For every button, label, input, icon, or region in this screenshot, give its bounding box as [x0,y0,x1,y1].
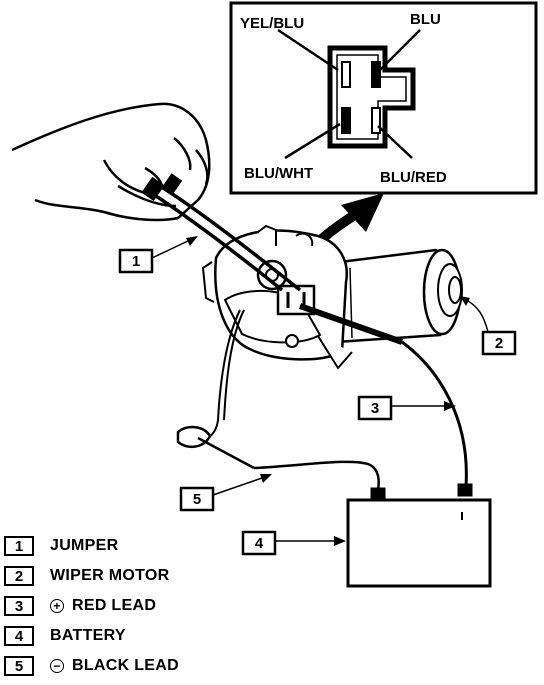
legend-label: RED LEAD [72,597,157,614]
legend-row-black-lead: 5 −BLACK LEAD [4,654,179,678]
callout-label-3: 3 [371,400,379,417]
callout-label-1: 1 [132,253,140,270]
pin-label-blu-wht: BLU/WHT [244,165,313,182]
jumper-wire [141,173,302,292]
plus-icon: + [50,599,64,613]
legend-number: 1 [4,536,34,556]
legend-label: WIPER MOTOR [50,567,170,584]
pin-blu-wht [341,107,351,134]
legend-number: 2 [4,566,34,586]
legend-row-wiper-motor: 2 WIPER MOTOR [4,564,169,588]
callout-label-4: 4 [255,535,264,552]
connector-body [327,45,416,149]
callouts: 1 2 3 4 5 [118,236,517,556]
legend-number: 4 [4,626,34,646]
connector-inset: YEL/BLU BLU BLU/WHT BLU/RED [229,1,538,195]
callout-box-1 [118,248,154,274]
hand [11,102,211,222]
legend-row-red-lead: 3 + RED LEAD [4,594,156,618]
legend-label: BATTERY [50,627,126,644]
callout-label-2: 2 [495,335,503,352]
pin-label-blu-red: BLU/RED [380,169,447,186]
legend-label: BLACK LEAD [72,657,179,674]
pin-blu-red [371,107,381,134]
pin-label-blu: BLU [410,11,441,28]
legend-label: JUMPER [50,537,119,554]
pin-blu [371,61,381,88]
callout-box-5 [179,486,215,512]
battery [346,498,492,588]
wiper-motor [201,224,463,370]
callout-box-2 [481,330,517,356]
legend-number: 5 [4,656,34,676]
black-lead [176,309,386,501]
legend-number: 3 [4,596,34,616]
callout-box-4 [241,530,277,556]
legend-row-battery: 4 BATTERY [4,624,126,648]
pin-label-yel-blu: YEL/BLU [240,15,304,32]
pin-yel-blu [341,61,351,88]
legend-row-jumper: 1 JUMPER [4,534,118,558]
minus-icon: − [50,659,64,673]
red-lead [299,303,473,497]
callout-label-5: 5 [193,491,201,508]
callout-box-3 [357,395,393,421]
